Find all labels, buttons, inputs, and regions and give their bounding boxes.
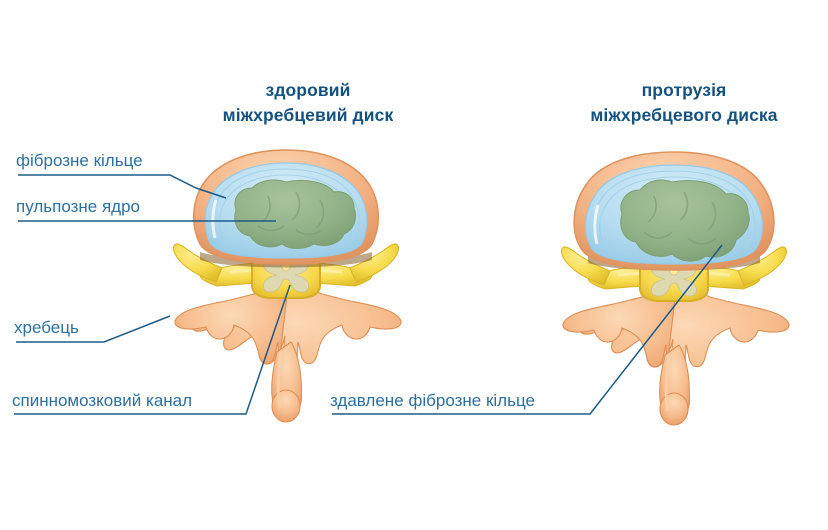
spinous-highlight-left	[276, 351, 283, 409]
nerve-horn-right-2	[737, 246, 787, 286]
spinous-tip-right	[659, 392, 689, 426]
annulus-specular-left	[211, 199, 218, 239]
protruded-nucleus-pulposus-right	[620, 179, 750, 262]
specimen-protrusion	[561, 151, 790, 426]
label-vertebra: хребець	[14, 318, 79, 337]
annulus-specular-right	[593, 204, 600, 245]
spinous-highlight-right	[664, 354, 671, 412]
label-annulus-fibrosus: фіброзне кільце	[16, 151, 143, 170]
specimen-healthy	[173, 149, 402, 423]
vertebra-body-right-wing	[562, 289, 677, 384]
title-healthy-disc: здоровий міжхребцевий диск	[222, 80, 394, 125]
nerve-horn-left	[173, 243, 223, 283]
vertebra-bone-right	[562, 289, 790, 426]
nucleus-lobe-lines-right	[643, 191, 717, 245]
nerve-horn-right	[349, 243, 399, 283]
leader-annulus	[18, 174, 227, 199]
spinous-tip-left	[271, 389, 301, 423]
leader-compressed-annulus	[332, 244, 723, 415]
label-compressed-annulus: здавлене фіброзне кільце	[330, 391, 535, 410]
nerve-horn-left-2	[561, 246, 611, 286]
vertebra-bone-left	[174, 286, 402, 423]
vertebra-body-left-wing	[174, 286, 289, 381]
leader-canal	[14, 284, 291, 415]
label-nucleus-pulposus: пульпозне ядро	[16, 197, 140, 216]
nucleus-pulposus-left	[234, 179, 357, 249]
label-spinal-canal: спинномозковий канал	[12, 391, 193, 410]
title-protrusion-disc: протрузія міжхребцевого диска	[590, 80, 778, 125]
leader-lines	[14, 174, 723, 415]
leader-vertebra	[16, 315, 171, 343]
